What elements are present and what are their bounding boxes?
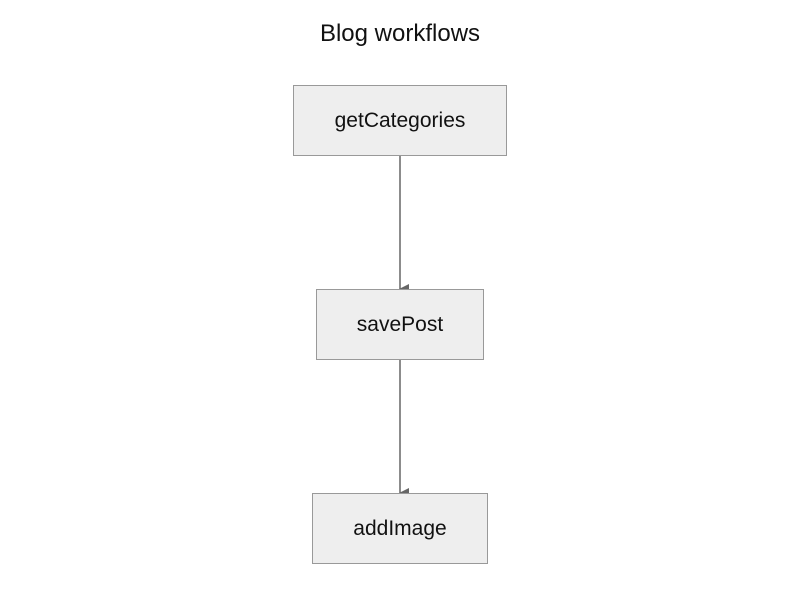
node-label: savePost xyxy=(356,312,444,336)
node-savepost[interactable]: savePost xyxy=(316,289,484,360)
node-label: addImage xyxy=(353,516,447,540)
node-addimage[interactable]: addImage xyxy=(312,493,488,564)
diagram-title: Blog workflows xyxy=(319,20,481,47)
node-label: getCategories xyxy=(334,108,466,132)
node-getcategories[interactable]: getCategories xyxy=(293,85,507,156)
